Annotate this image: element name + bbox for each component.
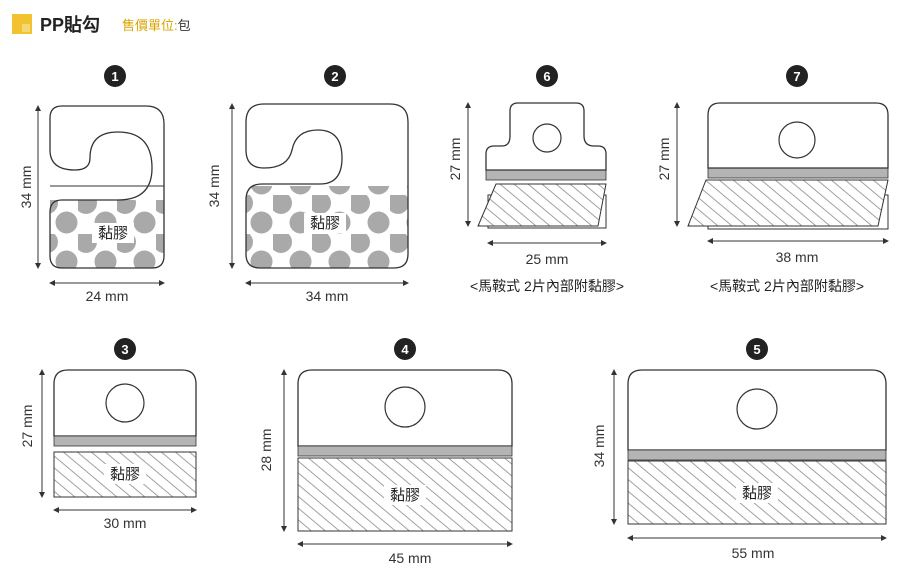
adhesive-hatch [687, 179, 889, 227]
item-number: 5 [753, 342, 760, 357]
height-label: 28 mm [258, 429, 274, 472]
adhesive-hatch [477, 183, 607, 227]
sticker-text: 黏膠 [310, 215, 340, 232]
height-label: 27 mm [19, 405, 35, 448]
item-number: 1 [111, 69, 118, 84]
brand-square-icon [12, 14, 32, 34]
height-label: 34 mm [591, 425, 607, 468]
hook-item-5: 5 黏膠 34 mm 55 mm [591, 338, 887, 561]
hook-outline [245, 103, 409, 269]
item-number: 3 [121, 342, 128, 357]
item-number: 6 [543, 69, 550, 84]
adhesive-band [627, 449, 887, 461]
width-label: 45 mm [389, 550, 432, 566]
hook-item-1: 1 黏膠 34 mm 24 mm [18, 65, 165, 304]
page-title: PP貼勾 [40, 15, 101, 35]
page-header: PP貼勾 售價單位:包 [12, 10, 191, 38]
height-label: 27 mm [447, 138, 463, 181]
item-number-badge [746, 338, 768, 360]
item-number: 7 [793, 69, 800, 84]
sales-unit-value: 包 [177, 17, 191, 33]
sales-unit: 售價單位:包 [122, 15, 191, 34]
hook-item-3: 3 黏膠 27 mm 30 mm [19, 338, 197, 531]
hang-hole [736, 388, 778, 430]
item-number-badge [394, 338, 416, 360]
item-number-badge [786, 65, 808, 87]
sticker-text: 黏膠 [742, 485, 772, 502]
sticker-text-bg [304, 213, 346, 233]
item-note: <馬鞍式 2片內部附黏膠> [710, 278, 864, 294]
hook-item-6: 6 27 mm 25 mm <馬鞍式 2片內部附黏膠> [447, 65, 624, 294]
item-number-badge [324, 65, 346, 87]
height-label: 34 mm [206, 165, 222, 208]
sticker-text-bg [736, 483, 778, 503]
item-number-badge [114, 338, 136, 360]
sticker-text: 黏膠 [98, 225, 128, 242]
sticker-text-bg [92, 223, 134, 243]
sticker-text: 黏膠 [110, 466, 140, 483]
hook-outline [49, 105, 165, 269]
hook-item-2: 2 黏膠 34 mm 34 mm [206, 65, 409, 304]
item-number-badge [536, 65, 558, 87]
hang-hole [532, 123, 562, 153]
width-label: 55 mm [732, 545, 775, 561]
height-label: 27 mm [656, 138, 672, 181]
item-number: 2 [331, 69, 338, 84]
sales-unit-label: 售價單位: [122, 17, 178, 33]
width-label: 38 mm [776, 249, 819, 265]
height-label: 34 mm [18, 166, 34, 209]
hook-item-7: 7 27 mm 38 mm <馬鞍式 2片內部附黏膠> [656, 65, 889, 294]
hang-hole [105, 383, 145, 423]
width-label: 30 mm [104, 515, 147, 531]
sticker-text: 黏膠 [390, 487, 420, 504]
adhesive-band [707, 167, 889, 179]
item-note: <馬鞍式 2片內部附黏膠> [470, 278, 624, 294]
sticker-text-bg [384, 485, 426, 505]
adhesive-band [297, 445, 513, 457]
item-number-badge [104, 65, 126, 87]
width-label: 24 mm [86, 288, 129, 304]
adhesive-band [53, 435, 197, 447]
width-label: 25 mm [526, 251, 569, 267]
hook-item-4: 4 黏膠 28 mm 45 mm [258, 338, 513, 566]
hang-hole [778, 121, 816, 159]
sticker-text-bg [104, 464, 146, 484]
width-label: 34 mm [306, 288, 349, 304]
hang-hole [384, 386, 426, 428]
adhesive-band [485, 169, 607, 181]
item-number: 4 [401, 342, 409, 357]
